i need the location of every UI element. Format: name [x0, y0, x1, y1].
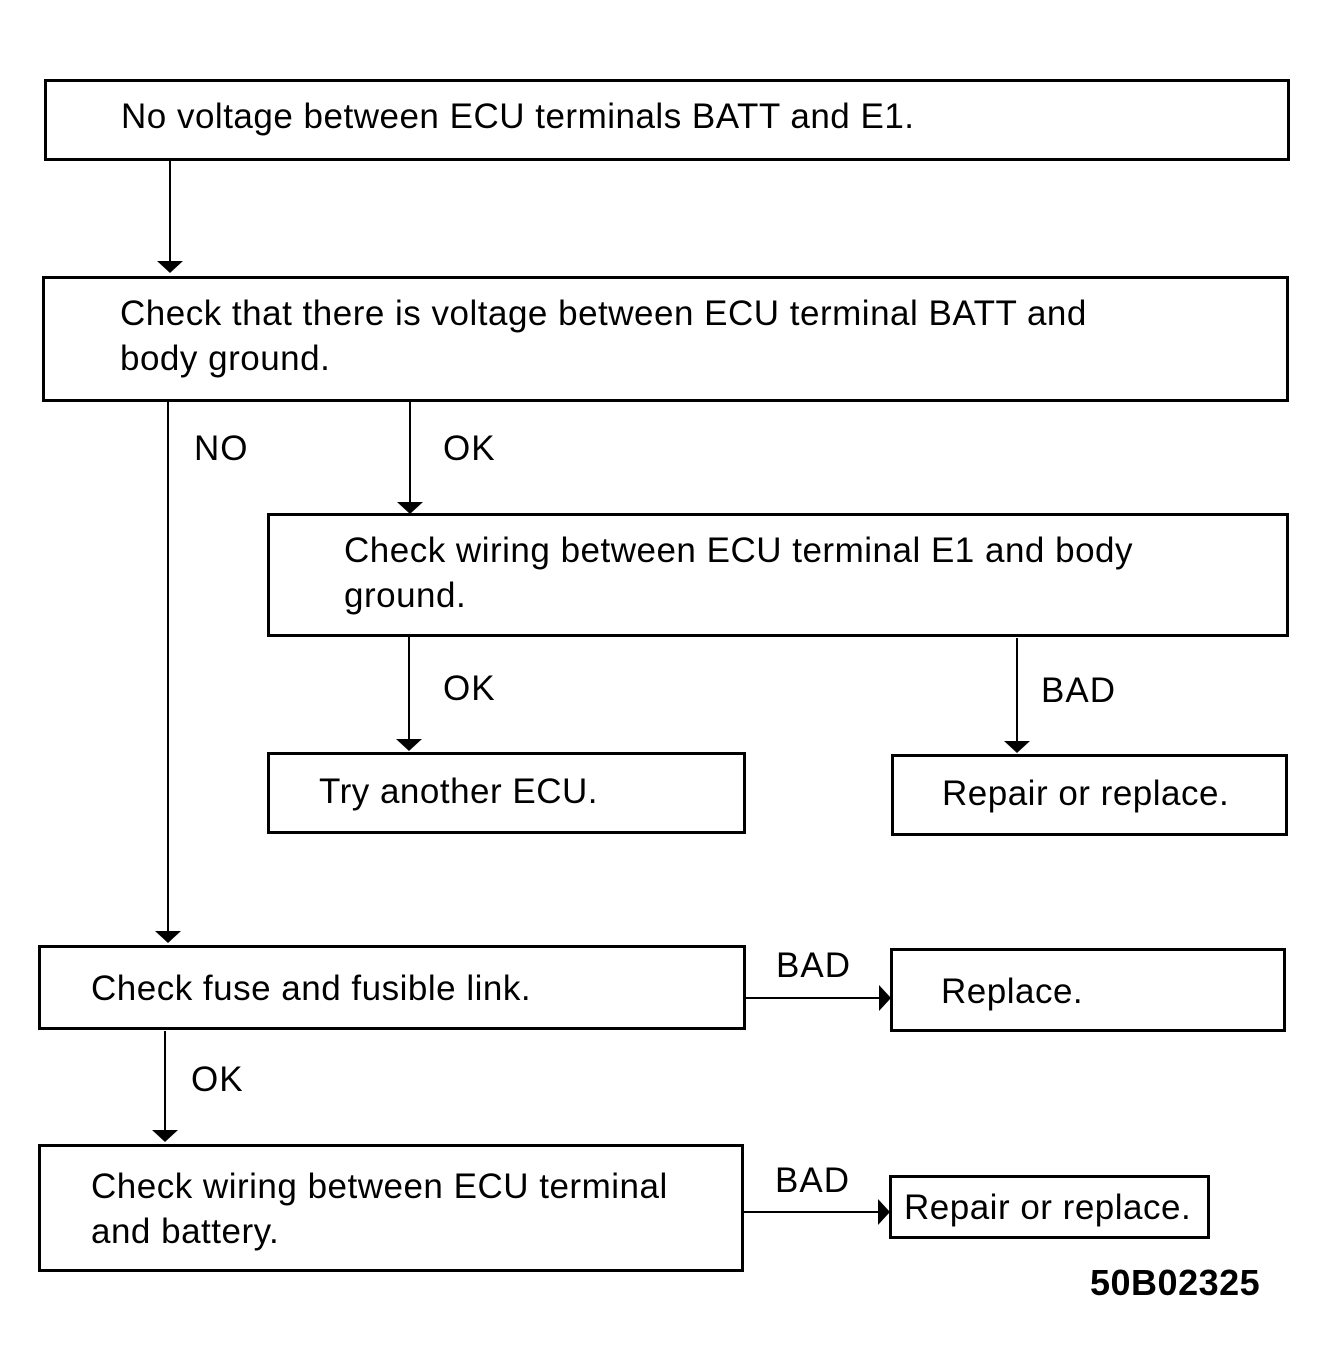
repair-batt-box: Repair or replace. — [889, 1175, 1210, 1239]
ok-branch-label-e1: OK — [443, 669, 496, 708]
start-condition-text: No voltage between ECU terminals BATT an… — [121, 97, 915, 136]
bad-branch-label-wiring: BAD — [775, 1161, 850, 1200]
repair-e1-box: Repair or replace. — [891, 754, 1288, 836]
try-another-ecu-text: Try another ECU. — [319, 772, 599, 811]
check-e1-wiring-text: Check wiring between ECU terminal E1 and… — [344, 531, 1133, 615]
check-batt-voltage-text: Check that there is voltage between ECU … — [120, 294, 1087, 378]
check-fuse-box: Check fuse and fusible link. — [38, 945, 746, 1030]
repair-e1-text: Repair or replace. — [942, 774, 1230, 813]
no-branch-label: NO — [194, 429, 249, 468]
check-batt-wiring-box: Check wiring between ECU terminal and ba… — [38, 1144, 744, 1272]
check-e1-wiring-box: Check wiring between ECU terminal E1 and… — [267, 513, 1289, 637]
check-fuse-text: Check fuse and fusible link. — [91, 969, 532, 1008]
ok-branch-label-fuse: OK — [191, 1060, 244, 1099]
check-batt-wiring-text: Check wiring between ECU terminal and ba… — [91, 1167, 668, 1251]
replace-fuse-box: Replace. — [890, 948, 1286, 1032]
repair-batt-text: Repair or replace. — [904, 1188, 1192, 1227]
try-another-ecu-box: Try another ECU. — [267, 752, 746, 834]
check-batt-voltage-box: Check that there is voltage between ECU … — [42, 276, 1289, 402]
replace-fuse-text: Replace. — [941, 972, 1084, 1011]
start-condition-box: No voltage between ECU terminals BATT an… — [44, 79, 1290, 161]
figure-code: 50B02325 — [1090, 1262, 1261, 1303]
bad-branch-label-e1: BAD — [1041, 671, 1116, 710]
bad-branch-label-fuse: BAD — [776, 946, 851, 985]
ok-branch-label-batt: OK — [443, 429, 496, 468]
